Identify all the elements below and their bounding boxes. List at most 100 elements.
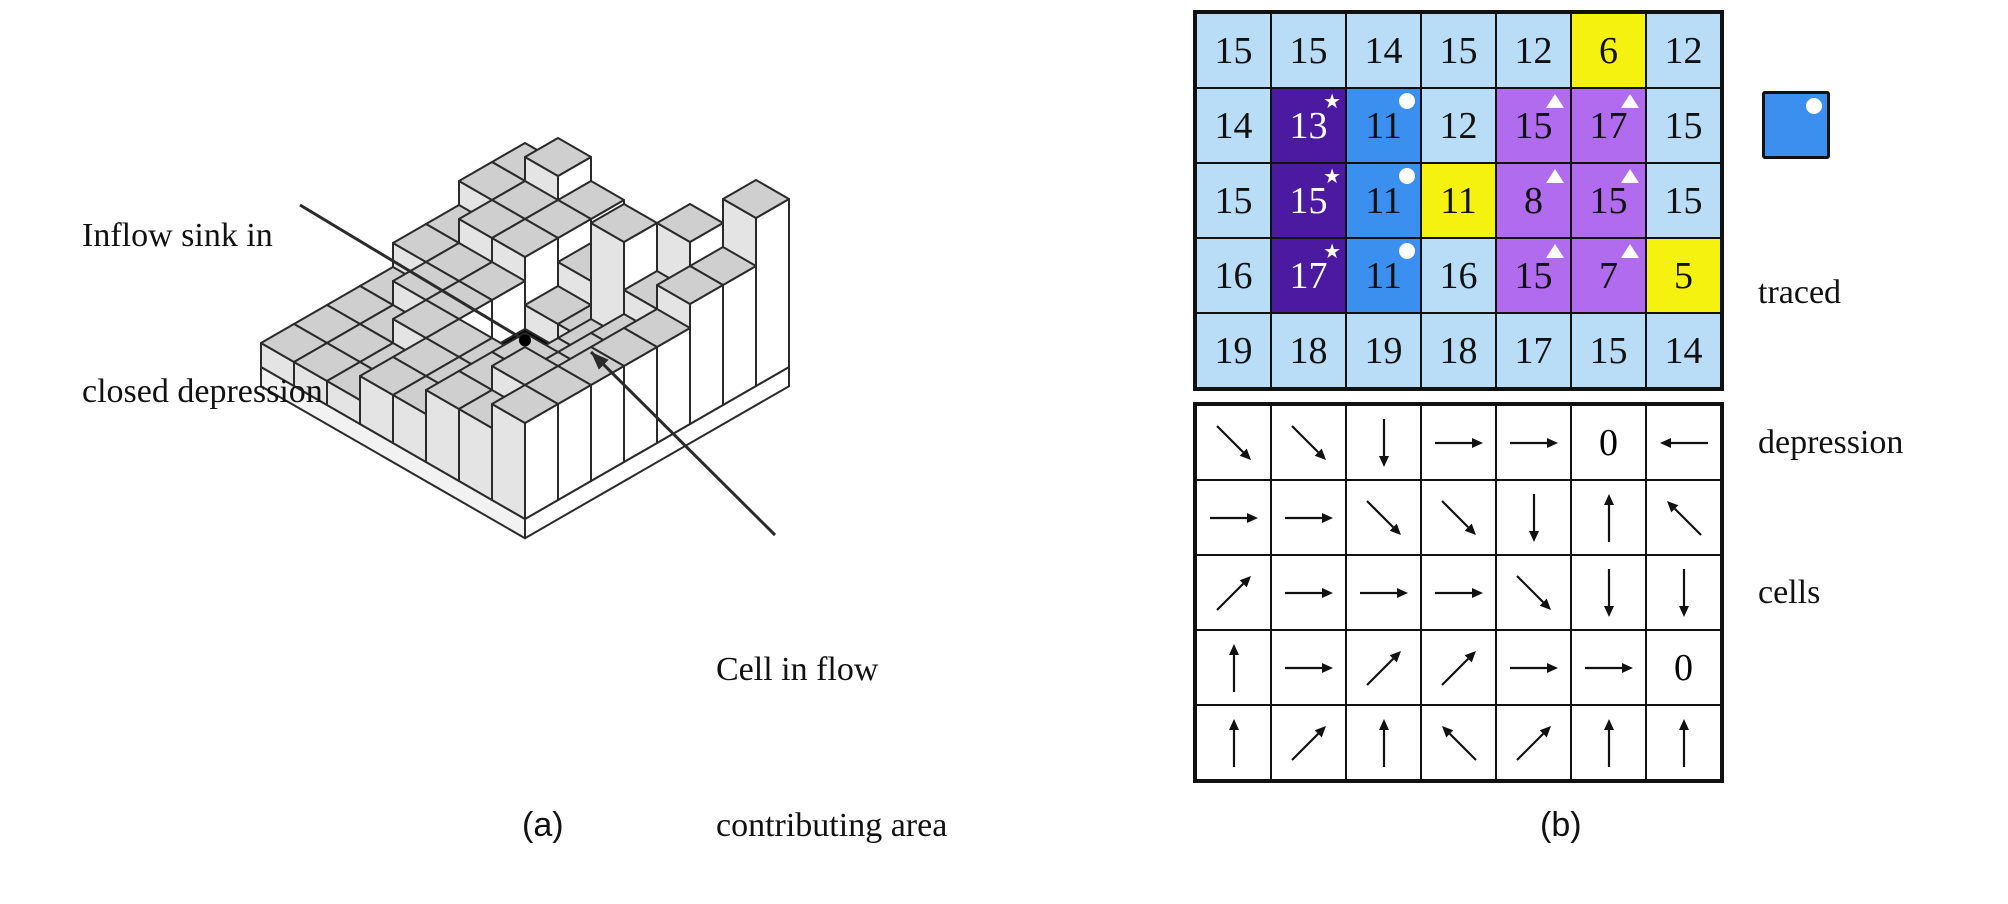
elevation-value: 14	[1664, 329, 1703, 372]
arrow-down-right-icon	[1440, 499, 1476, 535]
leader-arrowhead	[591, 352, 609, 370]
star-icon: ★	[1323, 91, 1341, 113]
arrow-right-icon	[1284, 587, 1333, 598]
elevation-value: 14	[1214, 104, 1253, 147]
star-icon: ★	[1323, 241, 1341, 263]
elevation-cell: 15	[1571, 313, 1646, 388]
dot-icon	[1399, 168, 1415, 184]
direction-cell	[1346, 555, 1421, 630]
sink-zero-label: 0	[1674, 646, 1693, 689]
block-top	[491, 384, 559, 424]
elevation-value: 14	[1364, 29, 1403, 72]
elevation-cell: 11	[1346, 88, 1421, 163]
elevation-cell: 18	[1271, 313, 1346, 388]
elevation-value: 15	[1589, 329, 1628, 372]
inflow-sink-leader-line	[299, 203, 526, 342]
inflow-sink-line-1: Inflow sink in	[82, 217, 273, 254]
arrow-up-icon	[1678, 718, 1689, 767]
direction-cell	[1496, 630, 1571, 705]
elevation-value: 15	[1439, 29, 1478, 72]
elevation-value: 15	[1214, 179, 1253, 222]
arrow-right-icon	[1359, 587, 1408, 598]
elevation-cell: 19	[1346, 313, 1421, 388]
contributing-cell-leader-line	[589, 350, 777, 537]
elevation-cell: 15	[1646, 88, 1721, 163]
arrow-up-right-icon	[1440, 650, 1476, 686]
elevation-cell: 15	[1496, 88, 1571, 163]
elevation-value: 15	[1514, 254, 1553, 297]
arrow-down-icon	[1528, 493, 1539, 542]
elevation-cell: 15	[1571, 163, 1646, 238]
arrow-up-icon	[1603, 718, 1614, 767]
elevation-value: 11	[1365, 179, 1402, 222]
arrow-up-icon	[1603, 493, 1614, 542]
elevation-value: 12	[1439, 104, 1478, 147]
elevation-cell: 11	[1346, 238, 1421, 313]
block-face-right	[755, 198, 790, 387]
direction-cell	[1571, 630, 1646, 705]
direction-cell	[1646, 705, 1721, 780]
legend-line-1: traced	[1758, 274, 1842, 311]
elevation-value: 17	[1289, 254, 1328, 297]
contributing-cell-line-1: Cell in flow	[716, 651, 879, 688]
elevation-value: 18	[1439, 329, 1478, 372]
direction-cell	[1346, 480, 1421, 555]
arrow-right-icon	[1434, 437, 1483, 448]
elevation-cell: 5	[1646, 238, 1721, 313]
block-top	[722, 179, 790, 219]
arrow-up-right-icon	[1365, 650, 1401, 686]
elevation-cell: 15	[1496, 238, 1571, 313]
direction-cell	[1571, 555, 1646, 630]
direction-cell	[1421, 405, 1496, 480]
block-face-right	[689, 284, 724, 425]
direction-cell	[1421, 630, 1496, 705]
direction-cell	[1346, 405, 1421, 480]
elevation-value: 13	[1289, 104, 1328, 147]
elevation-cell: 7	[1571, 238, 1646, 313]
arrow-up-left-icon	[1441, 725, 1477, 761]
elevation-cell: 14	[1196, 88, 1271, 163]
direction-cell	[1571, 705, 1646, 780]
elevation-cell: 16	[1196, 238, 1271, 313]
elevation-cell: 19	[1196, 313, 1271, 388]
elevation-cell: 14	[1646, 313, 1721, 388]
elevation-value: 6	[1599, 29, 1618, 72]
arrow-up-icon	[1228, 643, 1239, 692]
elevation-value: 15	[1214, 29, 1253, 72]
arrow-right-icon	[1284, 512, 1333, 523]
direction-cell	[1196, 555, 1271, 630]
elevation-cell: 17	[1571, 88, 1646, 163]
block-top	[590, 203, 658, 243]
block-face-right	[722, 265, 757, 406]
arrow-down-icon	[1603, 568, 1614, 617]
arrow-right-icon	[1509, 662, 1558, 673]
elevation-cell: 6	[1571, 13, 1646, 88]
triangle-icon	[1546, 169, 1564, 183]
elevation-cell: 13★	[1271, 88, 1346, 163]
direction-cell	[1646, 555, 1721, 630]
arrow-right-icon	[1509, 437, 1558, 448]
direction-cell	[1571, 480, 1646, 555]
arrow-up-right-icon	[1215, 575, 1251, 611]
elevation-value: 15	[1289, 179, 1328, 222]
triangle-icon	[1621, 244, 1639, 258]
elevation-value: 5	[1674, 254, 1693, 297]
elevation-cell: 15	[1646, 163, 1721, 238]
contributing-cell-annotation: Cell in flow contributing area	[716, 540, 947, 904]
sink-point-marker	[519, 334, 531, 347]
elevation-value: 19	[1364, 329, 1403, 372]
elevation-cell: 17★	[1271, 238, 1346, 313]
elevation-value: 15	[1589, 179, 1628, 222]
elevation-cell: 15	[1421, 13, 1496, 88]
direction-cell	[1196, 405, 1271, 480]
elevation-value: 15	[1664, 179, 1703, 222]
elevation-value: 15	[1289, 29, 1328, 72]
block-top	[491, 218, 559, 258]
arrow-right-icon	[1284, 662, 1333, 673]
elevation-value: 16	[1214, 254, 1253, 297]
direction-cell	[1196, 480, 1271, 555]
triangle-icon	[1546, 94, 1564, 108]
arrow-down-icon	[1378, 418, 1389, 467]
block-top	[524, 137, 592, 177]
arrow-down-icon	[1678, 568, 1689, 617]
